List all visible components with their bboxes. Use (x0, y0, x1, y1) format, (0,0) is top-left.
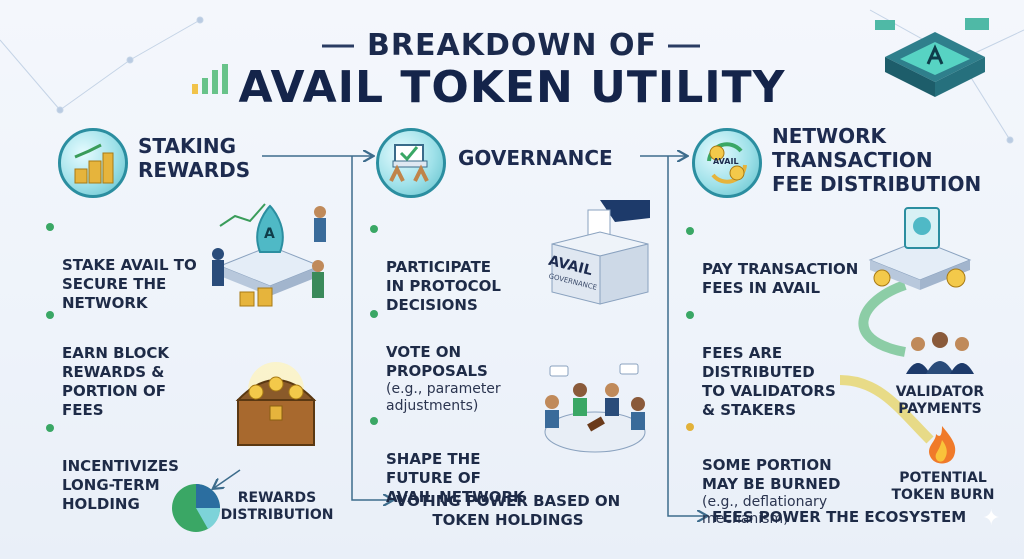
governance-bullet-3: SHAPE THE FUTURE OF AVAIL NETWORK (370, 412, 525, 507)
bullet-dot (370, 310, 378, 318)
bullet-dot (370, 225, 378, 233)
pie-chart-icon (172, 484, 221, 532)
staking-illustration: A (212, 203, 326, 307)
bullet-dot (46, 223, 54, 231)
fees-footer: FEES POWER THE ECOSYSTEM (712, 508, 967, 526)
staking-bullet-1: STAKE AVAIL TO SECURE THE NETWORK (46, 218, 197, 313)
section-title-governance: GOVERNANCE (458, 146, 613, 170)
page-title: AVAIL TOKEN UTILITY (238, 62, 786, 113)
growth-bars-icon (192, 64, 228, 94)
treasure-chest-icon (235, 362, 317, 446)
ballot-box-icon (376, 128, 446, 198)
validator-payments-caption: VALIDATOR PAYMENTS (895, 384, 985, 417)
arrow-chest-to-pie (214, 469, 241, 488)
chip-icon (875, 18, 989, 97)
sparkle-icon: ✦ (982, 506, 1001, 531)
governance-bullet-2: VOTE ON PROPOSALS (e.g., parameter adjus… (370, 305, 501, 434)
svg-text:A: A (264, 226, 275, 242)
line-fees-down (667, 156, 706, 516)
fee-icon-label: AVAIL (713, 157, 739, 166)
fees-bullet-3-note: (e.g., deflationary mechanism) (702, 494, 828, 527)
potential-token-burn-caption: POTENTIAL TOKEN BURN (891, 470, 995, 503)
avail-fee-cycle-icon (692, 128, 762, 198)
bullet-dot (686, 311, 694, 319)
governance-bullet-2-note: (e.g., parameter adjustments) (386, 381, 501, 414)
line-governance-down (351, 156, 392, 500)
coin-stack-icon (58, 128, 128, 198)
governance-footer: VOTING POWER BASED ON TOKEN HOLDINGS (395, 492, 621, 529)
validators-icon (906, 332, 974, 374)
payment-device-illustration (868, 207, 972, 290)
section-title-fees: NETWORK TRANSACTION FEE DISTRIBUTION (772, 124, 982, 196)
fee-flow-arrow (858, 280, 907, 357)
section-title-staking: STAKING REWARDS (138, 134, 251, 182)
flame-icon (929, 426, 956, 464)
burn-flow-arrow (839, 375, 934, 444)
rewards-distribution-caption: REWARDS DISTRIBUTION (220, 490, 334, 523)
governance-bullet-1: PARTICIPATE IN PROTOCOL DECISIONS (370, 220, 501, 315)
staking-bullet-2: EARN BLOCK REWARDS & PORTION OF FEES (46, 306, 169, 420)
avail-ballot-box (551, 200, 650, 305)
bullet-dot (46, 311, 54, 319)
bullet-dot (686, 227, 694, 235)
title-line-1: BREAKDOWN OF (367, 28, 657, 63)
governance-meeting-illustration (544, 363, 646, 453)
staking-bullet-3: INCENTIVIZES LONG-TERM HOLDING (46, 419, 179, 514)
fees-bullet-1: PAY TRANSACTION FEES IN AVAIL (686, 222, 858, 298)
fees-bullet-3: SOME PORTION MAY BE BURNED (e.g., deflat… (686, 418, 841, 547)
bullet-dot (46, 424, 54, 432)
bullet-dot (686, 423, 694, 431)
fees-bullet-2: FEES ARE DISTRIBUTED TO VALIDATORS & STA… (686, 306, 836, 420)
bullet-dot (370, 417, 378, 425)
